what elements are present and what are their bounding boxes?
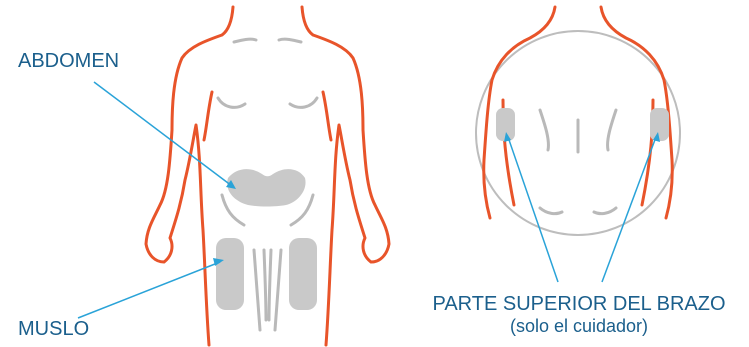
leader-line-thigh [78, 262, 220, 318]
anatomy-line [269, 250, 271, 320]
anatomy-line [594, 208, 616, 214]
front-body-outline [323, 92, 331, 140]
anatomy-line [264, 250, 266, 320]
anatomy-line [540, 110, 548, 150]
leader-line-arm-right [602, 137, 656, 282]
anatomy-line [540, 208, 562, 214]
anatomy-line [234, 39, 256, 42]
anatomy-line [254, 250, 260, 330]
leader-lines [78, 82, 660, 318]
thigh-injection-site-right [289, 238, 317, 310]
thigh-label: MUSLO [18, 319, 89, 339]
leader-line-arm-left [508, 137, 558, 282]
upper-arm-label-note: (solo el cuidador) [414, 317, 744, 335]
abdomen-injection-site [227, 169, 305, 206]
front-body-outline [204, 92, 212, 140]
anatomy-line [608, 110, 616, 150]
anatomy-line [290, 98, 317, 107]
anatomy-line [275, 250, 281, 330]
anatomy-line [279, 39, 301, 42]
upper-arm-label: PARTE SUPERIOR DEL BRAZO (solo el cuidad… [414, 294, 744, 335]
front-body [146, 7, 389, 345]
anatomy-line [218, 98, 245, 107]
abdomen-label: ABDOMEN [18, 51, 119, 71]
thigh-injection-site-left [216, 238, 244, 310]
back-body-outline [484, 7, 555, 218]
upper-arm-label-title: PARTE SUPERIOR DEL BRAZO [414, 294, 744, 314]
upper-arm-injection-site-right [650, 108, 669, 141]
